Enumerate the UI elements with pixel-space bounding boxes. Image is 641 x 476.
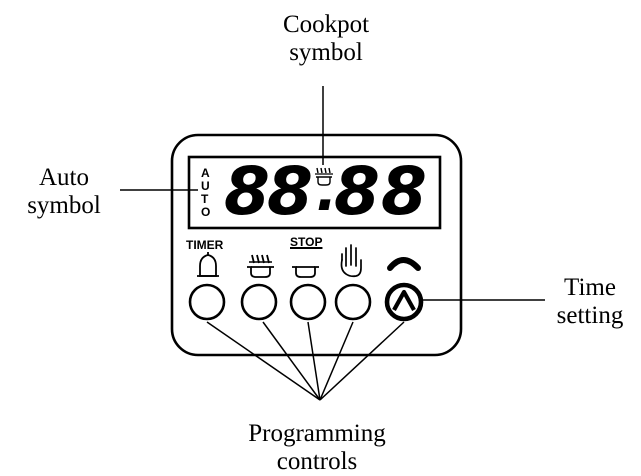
display-digit: 8	[381, 153, 427, 230]
display-window	[187, 155, 442, 230]
cookpot-symbol-label: Cookpot symbol	[282, 11, 370, 66]
time-setting-label: Time setting	[556, 274, 624, 329]
display-cookpot-icon	[315, 167, 333, 186]
stop-label: STOP	[290, 235, 323, 249]
display-separator: .	[316, 159, 338, 224]
auto-symbol-label: Auto symbol	[27, 164, 101, 219]
programming-leader-line	[319, 321, 354, 401]
programming-leader-line	[262, 321, 321, 401]
time-setting-arc-icon	[387, 257, 421, 271]
cook-time-button[interactable]	[240, 283, 278, 321]
programming-leader-line	[206, 321, 321, 401]
manual-button[interactable]	[334, 283, 372, 321]
programming-leader-line	[319, 321, 405, 401]
cookpot-stop-icon	[292, 266, 319, 278]
timer-button[interactable]	[188, 283, 226, 321]
display-digit: 8	[267, 153, 313, 230]
bell-icon	[197, 252, 219, 277]
stop-time-button[interactable]	[289, 283, 327, 321]
auto-letter: A	[201, 166, 210, 180]
programming-leader-line	[307, 321, 321, 401]
up-arrow-icon	[392, 289, 416, 312]
hand-icon	[340, 244, 362, 278]
control-panel	[170, 133, 463, 357]
programming-controls-label: Programming controls	[248, 420, 386, 475]
cookpot-icon	[247, 254, 274, 278]
auto-letter: U	[201, 179, 210, 193]
display-digit: 8	[334, 153, 380, 230]
auto-letter: O	[201, 205, 211, 219]
timer-label: TIMER	[186, 238, 224, 252]
display-digit: 8	[224, 153, 270, 230]
auto-letter: T	[201, 192, 209, 206]
time-setting-button[interactable]	[384, 282, 424, 322]
